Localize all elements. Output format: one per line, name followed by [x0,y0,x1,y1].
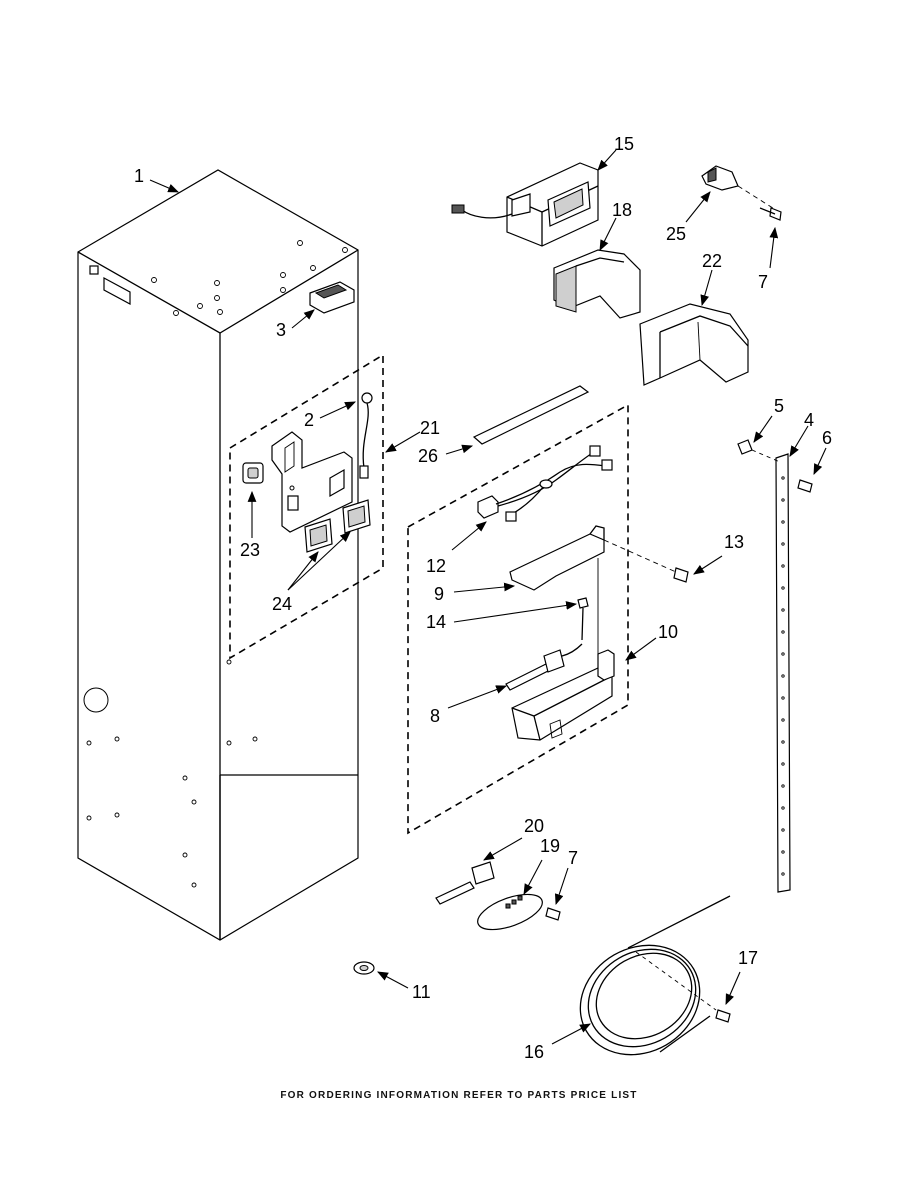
strip-26 [472,385,590,445]
callout-19: 19 [540,836,560,856]
screw-6 [797,479,813,493]
callout-26: 26 [418,446,438,466]
sensor-8 [505,643,583,691]
callout-3: 3 [276,320,286,340]
grommet-23 [242,462,264,484]
callout-13: 13 [724,532,744,552]
callout-24: 24 [272,594,292,614]
callout-4: 4 [804,410,814,430]
callout-8: 8 [430,706,440,726]
clip-5 [737,439,781,463]
callout-22: 22 [702,251,722,271]
callout-9: 9 [434,584,444,604]
cover-19 [477,893,543,931]
callout-12: 12 [426,556,446,576]
callout-labels: 1 2 3 21 23 24 15 18 22 25 7 26 12 9 14 … [134,134,832,1062]
wire-harness-2 [359,392,373,479]
air-deflector-18 [553,249,641,319]
callout-18: 18 [612,200,632,220]
screw-13 [673,567,689,583]
top-switch-housing [309,281,355,314]
callout-7-bottom: 7 [568,848,578,868]
grommet-11 [353,961,375,975]
ordering-note: FOR ORDERING INFORMATION REFER TO PARTS … [280,1090,638,1101]
callout-14: 14 [426,612,446,632]
rail-4 [775,453,791,893]
screw-7-top [759,207,782,221]
light-module-15 [451,162,599,247]
group-outline-21 [229,353,384,660]
screw-17 [715,1009,731,1023]
lens-pair-24 [304,499,371,553]
control-bracket-9 [509,525,677,591]
callout-1: 1 [134,166,144,186]
callout-21: 21 [420,418,440,438]
tubing-16 [579,895,731,1056]
callout-20: 20 [524,816,544,836]
callout-15: 15 [614,134,634,154]
callout-23: 23 [240,540,260,560]
callout-16: 16 [524,1042,544,1062]
wire-harness-12 [477,445,613,522]
callout-10: 10 [658,622,678,642]
cabinet-liner [77,169,359,941]
callout-25: 25 [666,224,686,244]
control-panel-bracket [271,431,353,533]
sensor-20 [435,861,495,905]
bracket-25 [701,165,777,211]
callout-7-top: 7 [758,272,768,292]
callout-11: 11 [412,982,431,1002]
screw-7-bottom [545,907,561,921]
callout-2: 2 [304,410,314,430]
housing-10 [511,558,615,741]
cover-22 [639,303,749,386]
screw-14 [577,597,589,641]
callout-6: 6 [822,428,832,448]
leader-lines [149,149,827,1045]
callout-17: 17 [738,948,758,968]
callout-5: 5 [774,396,784,416]
